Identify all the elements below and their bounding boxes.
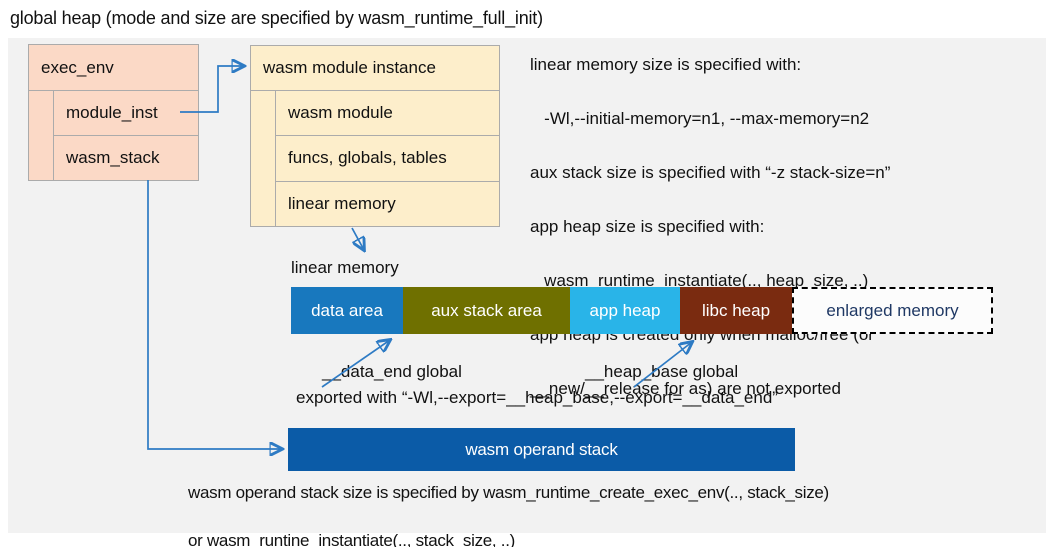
note-operand-stack-size-1: wasm operand stack size is specified by … — [188, 483, 829, 502]
note-wl-initial-memory: -Wl,--initial-memory=n1, --max-memory=n2 — [530, 109, 870, 128]
note-operand-stack-size-2: or wasm_runtine_instantiate(.., stack_si… — [188, 531, 515, 547]
exec-env-box: exec_env module_inst wasm_stack — [28, 44, 199, 181]
segment-data-area: data area — [291, 287, 403, 334]
exec-env-row-wasm-stack: wasm_stack — [66, 148, 160, 167]
note-linear-memory-size: linear memory size is specified with: — [530, 55, 802, 74]
exec-env-body: module_inst wasm_stack — [29, 91, 198, 180]
data-end-global-label: __data_end global — [322, 362, 462, 381]
linear-memory-label: linear memory — [291, 258, 399, 277]
note-app-heap-size: app heap size is specified with: — [530, 217, 765, 236]
wasm-operand-stack-bar: wasm operand stack — [288, 428, 795, 471]
segment-libc-heap: libc heap — [680, 287, 792, 334]
segment-aux-stack-area: aux stack area — [403, 287, 570, 334]
module-instance-box: wasm module instance wasm module funcs, … — [250, 45, 500, 227]
note-aux-stack-size: aux stack size is specified with “-z sta… — [530, 163, 891, 182]
exec-env-header: exec_env — [29, 45, 198, 91]
page-title: global heap (mode and size are specified… — [10, 8, 543, 28]
module-instance-body: wasm module funcs, globals, tables linea… — [251, 91, 499, 226]
notes-bottom: wasm operand stack size is specified by … — [188, 481, 829, 547]
heap-base-global-label: __heap_base global — [585, 362, 739, 381]
notes-right: linear memory size is specified with: -W… — [530, 51, 890, 402]
segment-app-heap: app heap — [570, 287, 680, 334]
module-instance-row-funcs-globals-tables: funcs, globals, tables — [276, 136, 499, 182]
note-wasm-runtime-instantiate: wasm_runtime_instantiate(.., heap_size, … — [530, 271, 869, 290]
note-app-heap-created-2: __new/__release for as) are not exported — [530, 379, 841, 398]
segment-enlarged-memory: enlarged memory — [792, 287, 993, 334]
exported-with-label: exported with “-Wl,--export=__heap_base,… — [296, 388, 778, 407]
exec-env-row-module-inst: module_inst — [54, 91, 198, 136]
module-instance-header: wasm module instance — [251, 46, 499, 91]
exec-env-indent-strip — [29, 91, 54, 180]
module-instance-indent-strip — [251, 91, 276, 226]
module-instance-row-wasm-module: wasm module — [276, 91, 499, 137]
module-instance-row-linear-memory: linear memory — [288, 193, 396, 213]
